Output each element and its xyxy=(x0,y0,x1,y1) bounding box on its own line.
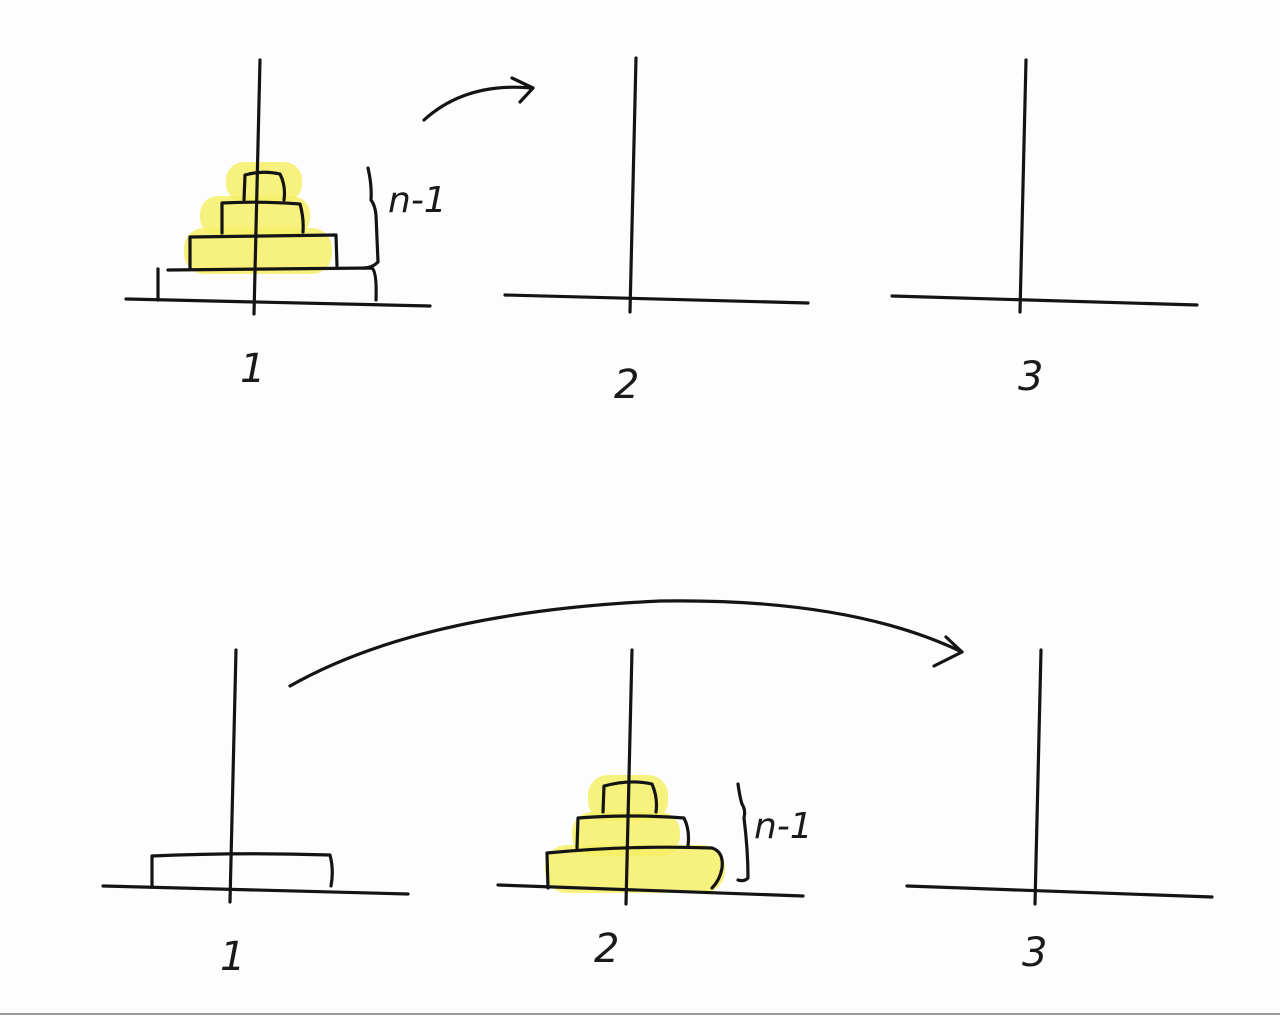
bottom-peg-1-rod xyxy=(228,648,238,904)
bottom-disk-2 xyxy=(575,814,691,850)
top-peg-1-label: 1 xyxy=(240,346,265,392)
bottom-peg-2-rod xyxy=(624,648,634,906)
top-disk-1 xyxy=(242,170,287,202)
top-peg-2-label: 2 xyxy=(614,362,639,408)
bottom-disk-3 xyxy=(545,845,724,890)
top-peg-3-rod xyxy=(1018,58,1028,314)
top-peg-2-base xyxy=(503,293,810,305)
bottom-disk-1 xyxy=(601,780,659,814)
top-peg-2 xyxy=(503,56,810,314)
bottom-peg-1-base xyxy=(101,884,410,896)
top-peg-1 xyxy=(124,58,432,316)
bottom-arrow xyxy=(288,599,964,688)
top-disk-2 xyxy=(220,200,305,235)
top-peg-1-base xyxy=(124,297,432,308)
bottom-peg-3-rod xyxy=(1033,648,1043,906)
top-arrow xyxy=(422,76,535,122)
top-step: n-1 1 2 3 xyxy=(124,56,1199,408)
bottom-disk-large xyxy=(150,852,334,888)
bottom-peg-2 xyxy=(496,648,805,906)
top-peg-3 xyxy=(890,58,1199,314)
top-peg-2-rod xyxy=(628,56,638,314)
bottom-peg-1-label: 1 xyxy=(220,934,245,980)
bottom-highlight xyxy=(545,775,725,893)
top-peg-3-base xyxy=(890,294,1199,307)
bottom-peg-1 xyxy=(101,648,410,904)
bottom-step: n-1 1 2 3 xyxy=(101,599,1214,980)
bottom-peg-2-label: 2 xyxy=(594,926,619,972)
top-peg-1-rod xyxy=(252,58,262,316)
top-disk-3 xyxy=(188,233,339,270)
top-brace xyxy=(362,166,380,270)
bottom-brace xyxy=(736,782,750,883)
bottom-peg-3-label: 3 xyxy=(1022,930,1047,976)
top-peg-3-label: 3 xyxy=(1018,354,1043,400)
top-brace-label: n-1 xyxy=(388,180,447,221)
bottom-peg-3 xyxy=(905,648,1214,906)
bottom-brace-label: n-1 xyxy=(754,806,813,847)
bottom-peg-3-base xyxy=(905,884,1214,899)
